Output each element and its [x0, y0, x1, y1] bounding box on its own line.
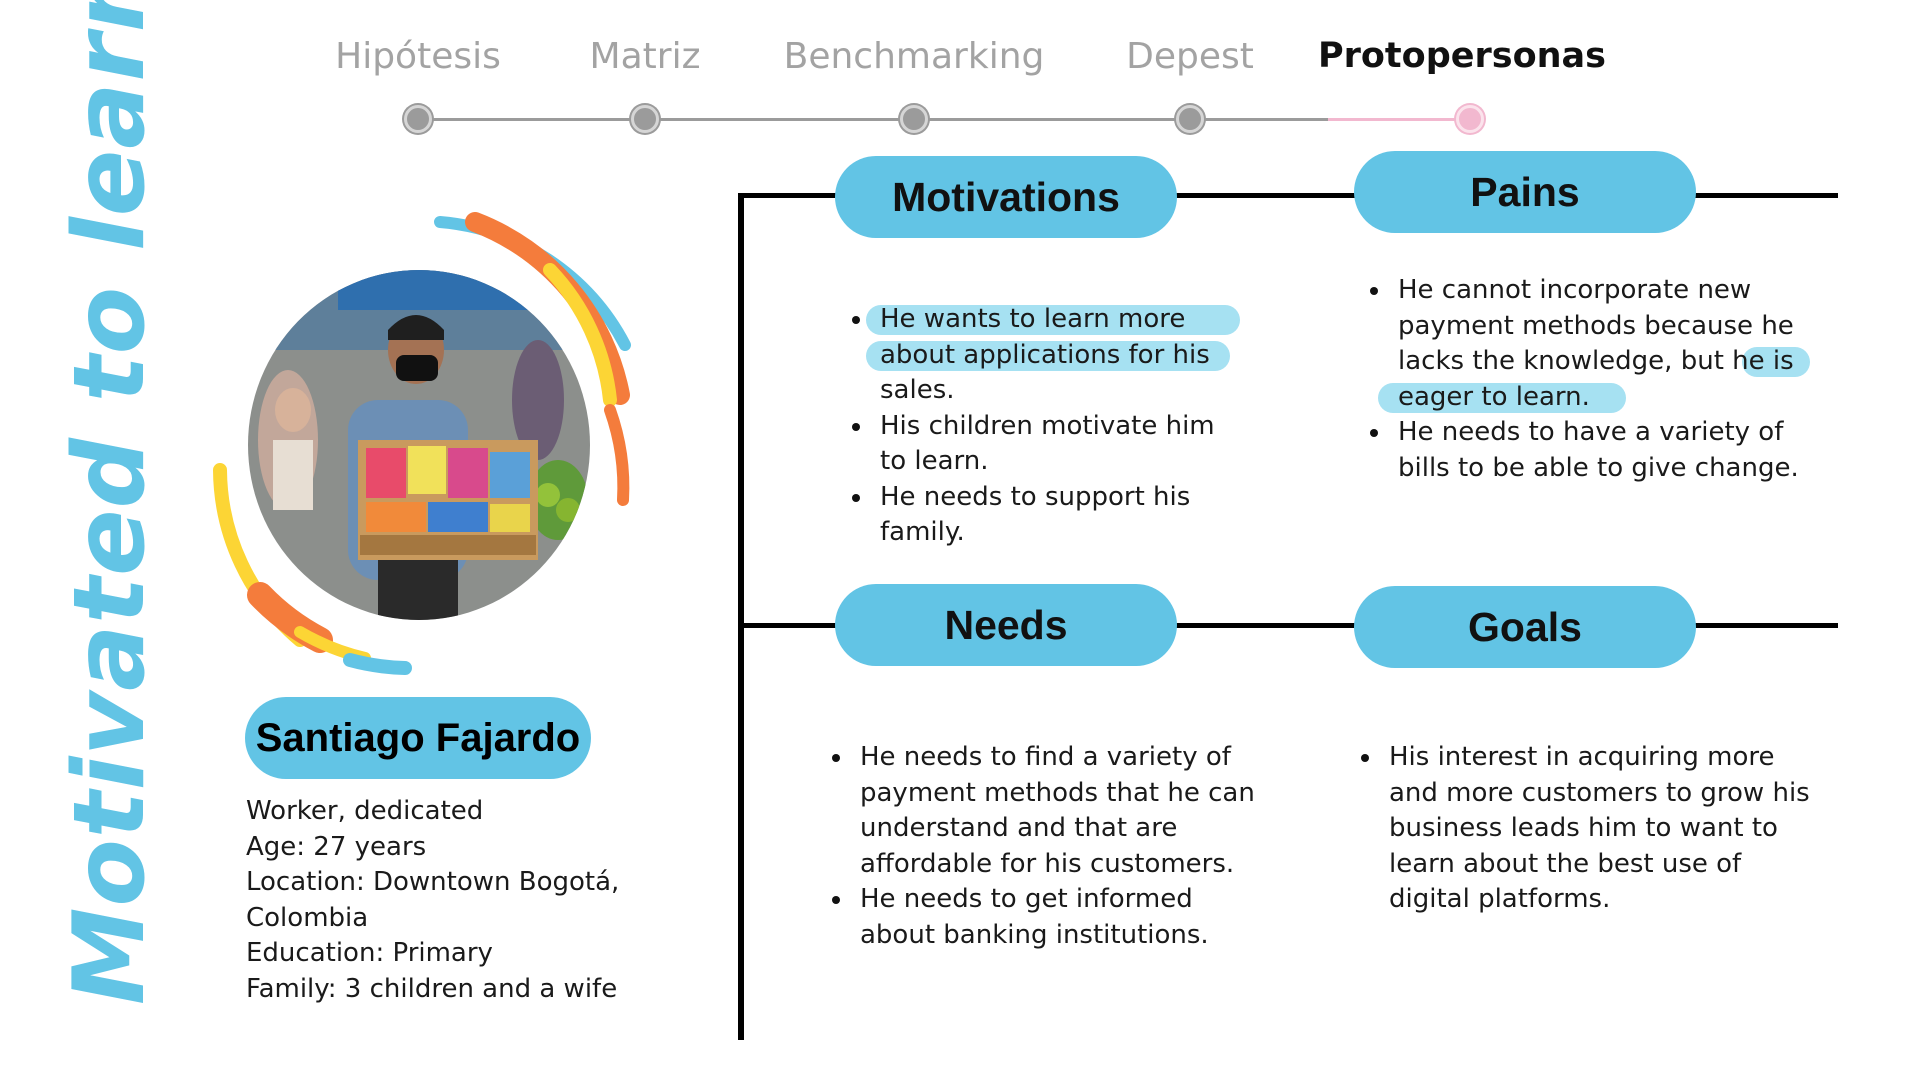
persona-detail-role: Worker, dedicated: [246, 796, 484, 826]
step-dot-matriz[interactable]: [631, 105, 659, 133]
step-label-protopersonas[interactable]: Protopersonas: [1317, 36, 1607, 76]
vertical-title: Motivated to learn: [53, 0, 167, 1005]
connector-needs: [738, 623, 1838, 628]
progress-stepper: Hipótesis Matriz Benchmarking Depest Pro…: [0, 0, 1920, 150]
persona-detail-location-country: Colombia: [246, 902, 369, 933]
persona-details: Worker, dedicated Age: 27 years Location…: [246, 794, 626, 1007]
highlight-mark: [1378, 383, 1626, 413]
persona-detail-family: Family: 3 children and a wife: [246, 973, 618, 1004]
list-item: He needs to support his family.: [852, 480, 1247, 551]
vertical-connector: [738, 194, 744, 1040]
step-label-hipotesis[interactable]: Hipótesis: [335, 36, 501, 77]
motivations-list: He wants to learn more about application…: [852, 302, 1247, 551]
stepper-track: [418, 118, 1328, 121]
needs-heading: Needs: [835, 584, 1177, 666]
decorative-arcs: [213, 212, 631, 675]
list-item: He needs to get informed about banking i…: [832, 882, 1262, 953]
pains-list: He cannot incorporate new payment method…: [1370, 273, 1825, 486]
persona-detail-location: Location: Downtown Bogotá,: [246, 867, 620, 897]
step-dot-benchmarking[interactable]: [900, 105, 928, 133]
highlight-mark: [866, 341, 1230, 371]
goals-heading: Goals: [1354, 586, 1696, 668]
step-dot-protopersonas[interactable]: [1456, 105, 1484, 133]
stepper-track-active: [1328, 118, 1468, 121]
list-item: His children motivate him to learn.: [852, 409, 1247, 480]
list-item: His interest in acquiring more and more …: [1361, 740, 1816, 918]
persona-detail-age: Age: 27 years: [246, 831, 427, 862]
persona-name: Santiago Fajardo: [245, 697, 591, 779]
list-item: He cannot incorporate new payment method…: [1370, 273, 1825, 415]
persona-detail-education: Education: Primary: [246, 938, 493, 968]
step-label-depest[interactable]: Depest: [1126, 36, 1254, 77]
highlight-mark: [1742, 347, 1810, 377]
highlight-mark: [866, 305, 1240, 335]
step-dot-depest[interactable]: [1176, 105, 1204, 133]
pains-heading: Pains: [1354, 151, 1696, 233]
connector-motivations: [738, 193, 1838, 198]
step-label-matriz[interactable]: Matriz: [589, 36, 701, 77]
list-item: He needs to find a variety of payment me…: [832, 740, 1262, 882]
step-dot-hipotesis[interactable]: [404, 105, 432, 133]
persona-photo: [248, 270, 590, 620]
needs-list: He needs to find a variety of payment me…: [832, 740, 1262, 953]
street-vendor-illustration: [248, 270, 590, 620]
list-item: He needs to have a variety of bills to b…: [1370, 415, 1825, 486]
step-label-benchmarking[interactable]: Benchmarking: [783, 36, 1045, 77]
motivations-heading: Motivations: [835, 156, 1177, 238]
list-item: He wants to learn more about application…: [852, 302, 1247, 409]
goals-list: His interest in acquiring more and more …: [1361, 740, 1816, 918]
